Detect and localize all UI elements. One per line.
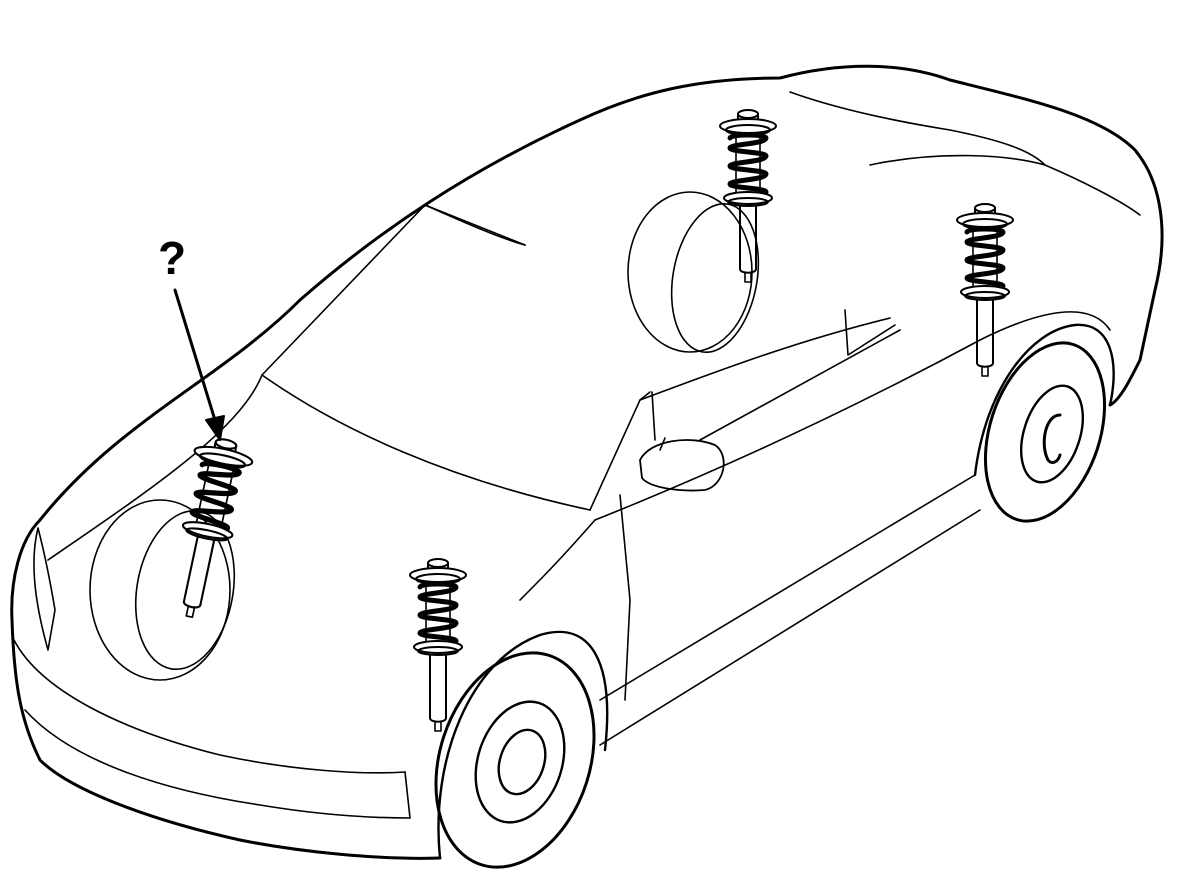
callout-arrow — [173, 288, 225, 441]
door-line-upper — [699, 329, 901, 441]
a-pillar — [589, 391, 651, 511]
bumper-plate-line — [404, 771, 411, 819]
trunk-line — [1044, 164, 1141, 216]
front-right-wheel — [434, 651, 596, 869]
body-side-line — [594, 311, 1111, 521]
strut-rear-right — [957, 204, 1013, 376]
headlight — [33, 527, 56, 651]
bumper-lower-line — [24, 709, 411, 819]
front-fender-line — [519, 519, 596, 601]
rear-window — [789, 91, 1046, 166]
strut-front-left — [161, 434, 256, 623]
question-mark-label: ? — [157, 232, 187, 284]
windshield — [261, 204, 591, 511]
car-front-lower — [10, 518, 442, 860]
bumper-upper-line — [13, 639, 406, 774]
rear-left-wheel — [627, 191, 760, 354]
front-wheel-arch — [437, 630, 609, 860]
car-body — [10, 64, 1164, 860]
roof-side — [639, 317, 891, 401]
rear-hub-mark — [1042, 413, 1062, 464]
side-mirror — [639, 439, 725, 492]
windshield-inner — [424, 204, 526, 246]
hood-line — [47, 374, 263, 561]
rear-right-wheel — [983, 341, 1107, 523]
car-outline — [38, 64, 1164, 522]
sill-line-lower — [599, 474, 976, 701]
mirror-stem — [659, 437, 666, 451]
door-front-edge — [619, 494, 631, 701]
strut-rear-left — [720, 110, 776, 282]
roof-side-inner — [651, 309, 896, 441]
rear-wheel-arch — [973, 323, 1115, 477]
sill-line — [599, 509, 981, 746]
